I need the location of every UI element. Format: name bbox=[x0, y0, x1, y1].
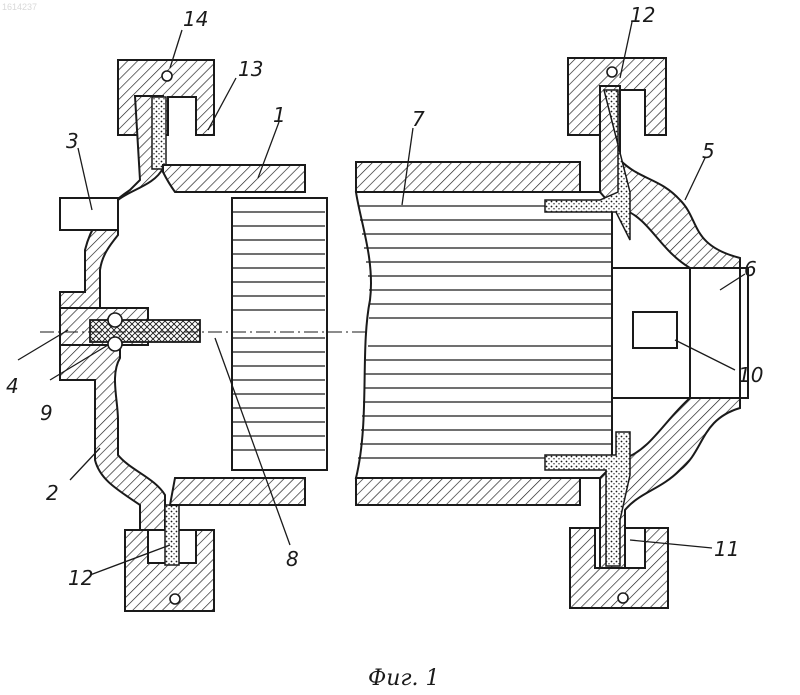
bottom-right-bolt-hole bbox=[618, 593, 628, 603]
central-core bbox=[356, 162, 612, 505]
callout-4: 4 bbox=[6, 374, 19, 398]
figure-caption: Фиг. 1 bbox=[368, 666, 440, 691]
callout-2: 2 bbox=[46, 481, 59, 505]
callout-3: 3 bbox=[66, 129, 79, 153]
valve-element-10 bbox=[633, 312, 677, 348]
outlet-port-6 bbox=[690, 268, 740, 398]
left-bottom-wall bbox=[170, 478, 305, 505]
left-cover-lower bbox=[60, 340, 165, 530]
top-right-bolt-hole bbox=[607, 67, 617, 77]
top-left-bolt-hole bbox=[162, 71, 172, 81]
callout-1: 1 bbox=[273, 103, 286, 127]
callout-9: 9 bbox=[40, 401, 53, 425]
callout-8: 8 bbox=[286, 547, 299, 571]
left-fin-stack bbox=[232, 198, 327, 470]
callout-13: 13 bbox=[238, 57, 263, 81]
left-top-wall bbox=[163, 165, 305, 192]
callout-12-top: 12 bbox=[630, 3, 655, 27]
callout-5: 5 bbox=[702, 139, 715, 163]
left-top-seal bbox=[152, 97, 166, 169]
callout-12-bottom: 12 bbox=[68, 566, 93, 590]
bottom-left-bolt-hole bbox=[170, 594, 180, 604]
braided-connector bbox=[90, 320, 200, 342]
connector-ring-bottom bbox=[108, 337, 122, 351]
callout-10: 10 bbox=[738, 363, 763, 387]
document-number: 1614237 bbox=[2, 2, 37, 12]
connector-ring-top bbox=[108, 313, 122, 327]
callout-7: 7 bbox=[412, 107, 425, 131]
callout-6: 6 bbox=[744, 257, 757, 281]
left-bottom-seal bbox=[165, 505, 179, 565]
callout-11: 11 bbox=[714, 537, 739, 561]
callout-14: 14 bbox=[183, 7, 208, 31]
inlet-port-3 bbox=[60, 198, 118, 230]
